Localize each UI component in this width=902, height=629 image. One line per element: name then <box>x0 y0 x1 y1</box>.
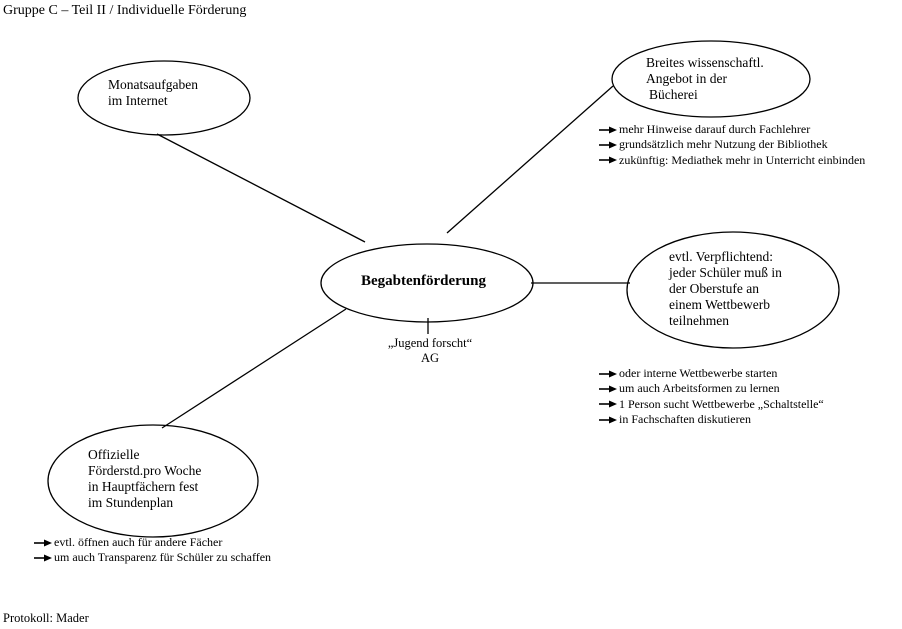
bullet-text: zukünftig: Mediathek mehr in Unterricht … <box>619 152 866 167</box>
arrow-right-icon <box>34 539 52 547</box>
node-line: Angebot in der <box>646 71 727 86</box>
bullet-text: in Fachschaften diskutieren <box>619 412 751 427</box>
bullet-text: 1 Person sucht Wettbewerbe „Schaltstelle… <box>619 396 824 411</box>
arrow-right-icon <box>599 370 617 378</box>
node-center-ellipse <box>320 243 534 323</box>
arrow-right-icon <box>599 141 617 149</box>
bullet-text: um auch Transparenz für Schüler zu schaf… <box>54 550 272 565</box>
bullet-text: evtl. öffnen auch für andere Fächer <box>54 535 223 549</box>
node-line: Bücherei <box>649 87 698 102</box>
node-line: Breites wissenschaftl. <box>646 55 764 70</box>
node-wettbewerb-ellipse <box>626 231 840 349</box>
node-line: in Hauptfächern fest <box>88 479 199 494</box>
connector-foerderstunden <box>161 308 347 429</box>
arrow-right-icon <box>599 416 617 424</box>
connector-monatsaufgaben <box>156 133 366 243</box>
node-line: Monatsaufgaben <box>108 77 198 92</box>
node-line: im Internet <box>108 93 168 108</box>
node-monatsaufgaben-text: Monatsaufgaben im Internet <box>108 77 198 109</box>
bullet-item: grundsätzlich mehr Nutzung der Bibliothe… <box>598 137 865 152</box>
arrow-right-icon <box>599 126 617 134</box>
note-line: „Jugend forscht“ <box>387 336 473 350</box>
node-line: jeder Schüler muß in <box>669 265 782 280</box>
bullet-item: evtl. öffnen auch für andere Fächer <box>33 535 271 550</box>
node-foerderstunden-ellipse <box>47 424 259 538</box>
center-node-label: Begabtenförderung <box>361 273 486 289</box>
bullet-item: um auch Arbeitsformen zu lernen <box>598 381 824 396</box>
node-line: der Oberstufe an <box>669 281 759 296</box>
node-line: evtl. Verpflichtend: <box>669 249 773 264</box>
node-line: im Stundenplan <box>88 495 174 510</box>
bullet-item: in Fachschaften diskutieren <box>598 412 824 427</box>
node-wettbewerb-text: evtl. Verpflichtend: jeder Schüler muß i… <box>669 249 782 329</box>
node-buecherei-text: Breites wissenschaftl. Angebot in der Bü… <box>646 55 764 103</box>
bullet-item: oder interne Wettbewerbe starten <box>598 366 824 381</box>
foerderstunden-bullet-list: evtl. öffnen auch für andere Fächer um a… <box>33 535 271 566</box>
node-buecherei-ellipse <box>611 40 811 118</box>
jugend-forscht-note: „Jugend forscht“ AG <box>375 336 485 366</box>
bullet-text: mehr Hinweise darauf durch Fachlehrer <box>619 122 811 136</box>
bullet-text: um auch Arbeitsformen zu lernen <box>619 381 780 396</box>
node-line: Förderstd.pro Woche <box>88 463 202 478</box>
protocol-footer: Protokoll: Mader <box>3 611 89 625</box>
arrow-right-icon <box>34 554 52 562</box>
arrow-right-icon <box>599 156 617 164</box>
bullet-item: mehr Hinweise darauf durch Fachlehrer <box>598 122 865 137</box>
page-title: Gruppe C – Teil II / Individuelle Förder… <box>3 3 247 18</box>
wettbewerb-bullet-list: oder interne Wettbewerbe starten um auch… <box>598 366 824 428</box>
bullet-item: 1 Person sucht Wettbewerbe „Schaltstelle… <box>598 397 824 412</box>
bullet-item: zukünftig: Mediathek mehr in Unterricht … <box>598 153 865 168</box>
node-line: teilnehmen <box>669 313 729 328</box>
bullet-item: um auch Transparenz für Schüler zu schaf… <box>33 550 271 565</box>
bullet-text: grundsätzlich mehr Nutzung der Bibliothe… <box>619 137 828 152</box>
node-monatsaufgaben-ellipse <box>77 60 251 136</box>
node-foerderstunden-text: Offizielle Förderstd.pro Woche in Hauptf… <box>88 447 201 511</box>
note-line: AG <box>420 351 440 365</box>
node-line: einem Wettbewerb <box>669 297 770 312</box>
arrow-right-icon <box>599 385 617 393</box>
arrow-right-icon <box>599 400 617 408</box>
bullet-text: oder interne Wettbewerbe starten <box>619 366 778 380</box>
node-line: Offizielle <box>88 447 140 462</box>
buecherei-bullet-list: mehr Hinweise darauf durch Fachlehrer gr… <box>598 122 865 168</box>
connector-buecherei <box>446 85 614 234</box>
